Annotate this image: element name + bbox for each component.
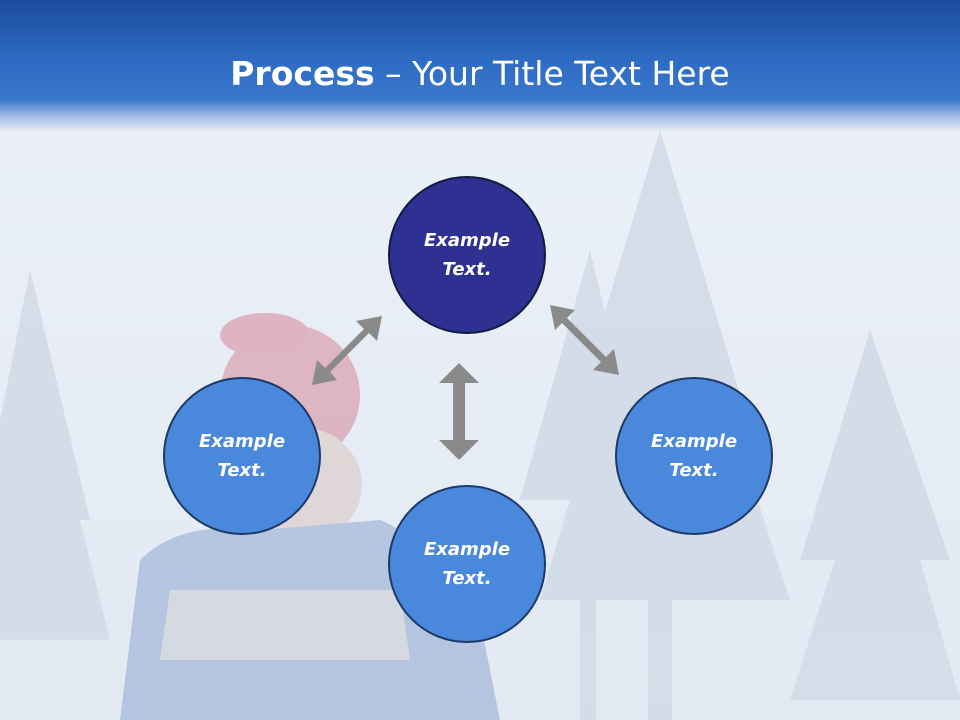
process-node-bottom: Example Text. bbox=[388, 485, 546, 643]
node-label: Example Text. bbox=[423, 539, 511, 589]
double-headed-arrow-icon-vertical bbox=[439, 363, 479, 460]
process-node-left: Example Text. bbox=[163, 377, 321, 535]
node-label: Example Text. bbox=[198, 431, 286, 481]
title-rest: Your Title Text Here bbox=[412, 54, 730, 93]
double-headed-arrow-icon-upper-left bbox=[312, 316, 382, 385]
title-dash: – bbox=[374, 54, 413, 93]
title-bold: Process bbox=[230, 54, 375, 93]
node-label: Example Text. bbox=[650, 431, 738, 481]
double-headed-arrow-icon-upper-right bbox=[550, 305, 619, 375]
title-bar bbox=[0, 0, 960, 132]
process-node-right: Example Text. bbox=[615, 377, 773, 535]
node-label: Example Text. bbox=[423, 230, 511, 280]
slide-title: Process – Your Title Text Here bbox=[0, 50, 960, 98]
process-node-top: Example Text. bbox=[388, 176, 546, 334]
